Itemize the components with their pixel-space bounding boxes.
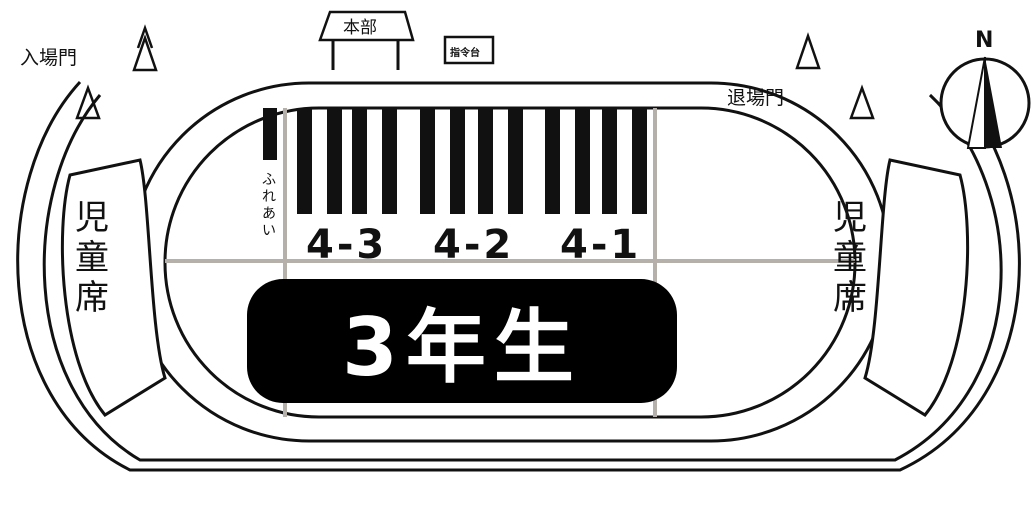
- entrance-triangle-2: [75, 84, 101, 120]
- exit-gate-label: 退場門: [727, 87, 785, 109]
- outer-track-arc: [16, 80, 1021, 472]
- exit-triangle-1: [795, 32, 821, 70]
- class-bar: [382, 108, 397, 214]
- compass-north-label: N: [975, 28, 994, 53]
- class-bar: [545, 108, 560, 214]
- headquarters-tent: [318, 10, 415, 42]
- entrance-triangle-1: [136, 24, 154, 49]
- left-seat-block: [60, 158, 167, 417]
- class-bar: [327, 108, 342, 214]
- command-stand-label: 指令台: [450, 48, 480, 59]
- class-bar: [352, 108, 367, 214]
- outer-track-arc-inner: [42, 93, 1003, 462]
- class-bar: [508, 108, 523, 214]
- class-bar: [632, 108, 647, 214]
- right-seat-label: 児童席: [833, 198, 867, 318]
- class-bar: [575, 108, 590, 214]
- class-label-4-1: 4-1: [560, 222, 642, 268]
- right-seat-block: [863, 158, 970, 417]
- class-bar: [297, 108, 312, 214]
- entrance-triangle-1-base: [132, 34, 158, 72]
- left-seat-label: 児童席: [75, 198, 109, 318]
- compass-icon: [939, 56, 1031, 149]
- class-bar: [478, 108, 493, 214]
- headquarters-label: 本部: [343, 18, 377, 38]
- class-bar: [420, 108, 435, 214]
- class-bar: [602, 108, 617, 214]
- class-bars: [297, 108, 647, 214]
- exit-triangle-2: [849, 84, 875, 120]
- class-label-4-2: 4-2: [433, 222, 515, 268]
- fureai-label: ふれあい: [262, 172, 276, 239]
- class-bar: [450, 108, 465, 214]
- grade-banner: 3年生: [247, 279, 677, 403]
- entrance-gate-label: 入場門: [20, 47, 78, 69]
- class-label-4-3: 4-3: [306, 222, 388, 268]
- command-stand-box: [443, 35, 495, 65]
- fureai-bar: [263, 108, 277, 160]
